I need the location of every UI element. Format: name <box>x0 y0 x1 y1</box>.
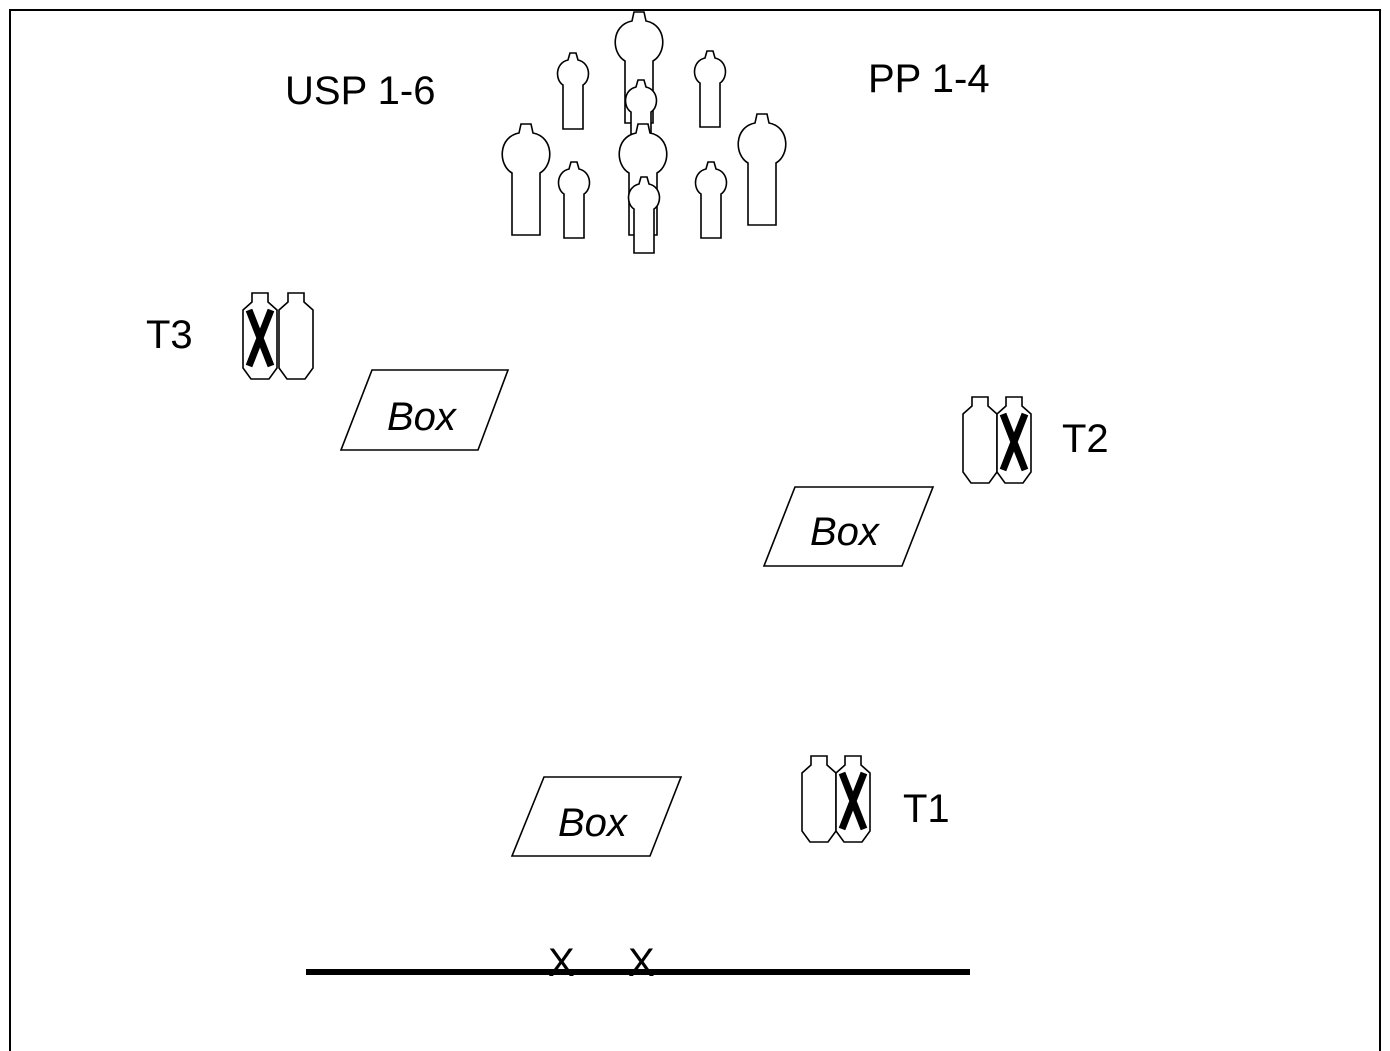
steel-silhouette-small <box>693 50 727 128</box>
no-shoot-x-mark <box>999 412 1029 472</box>
steel-silhouette-small <box>557 161 591 239</box>
steel-silhouette-small <box>556 52 590 130</box>
t2-label: T2 <box>1062 417 1109 461</box>
no-shoot-x-mark <box>245 308 275 368</box>
paper-target <box>962 396 998 484</box>
steel-silhouette-large <box>501 123 551 236</box>
start-position-mark: X <box>548 941 575 985</box>
shooting-box-3: Box <box>510 776 683 857</box>
target-array-t2 <box>962 396 1032 484</box>
steel-silhouette-large <box>737 113 787 226</box>
pp-label: PP 1-4 <box>868 57 990 101</box>
usp-label: USP 1-6 <box>285 69 435 113</box>
steel-silhouette-small <box>694 161 728 239</box>
box-label: Box <box>387 395 458 439</box>
stage-border <box>9 9 1381 1051</box>
t3-label: T3 <box>146 313 193 357</box>
paper-target <box>801 755 837 843</box>
shooting-box-1: Box <box>339 369 510 451</box>
box-label: Box <box>810 510 881 554</box>
steel-targets-cluster <box>501 11 787 254</box>
paper-target <box>278 292 314 380</box>
start-position-mark: X <box>628 941 655 985</box>
target-array-t3 <box>242 292 314 380</box>
target-array-t1 <box>801 755 871 843</box>
no-shoot-x-mark <box>838 771 868 831</box>
t1-label: T1 <box>903 787 950 831</box>
box-label: Box <box>558 801 629 845</box>
shooting-box-2: Box <box>762 486 935 567</box>
